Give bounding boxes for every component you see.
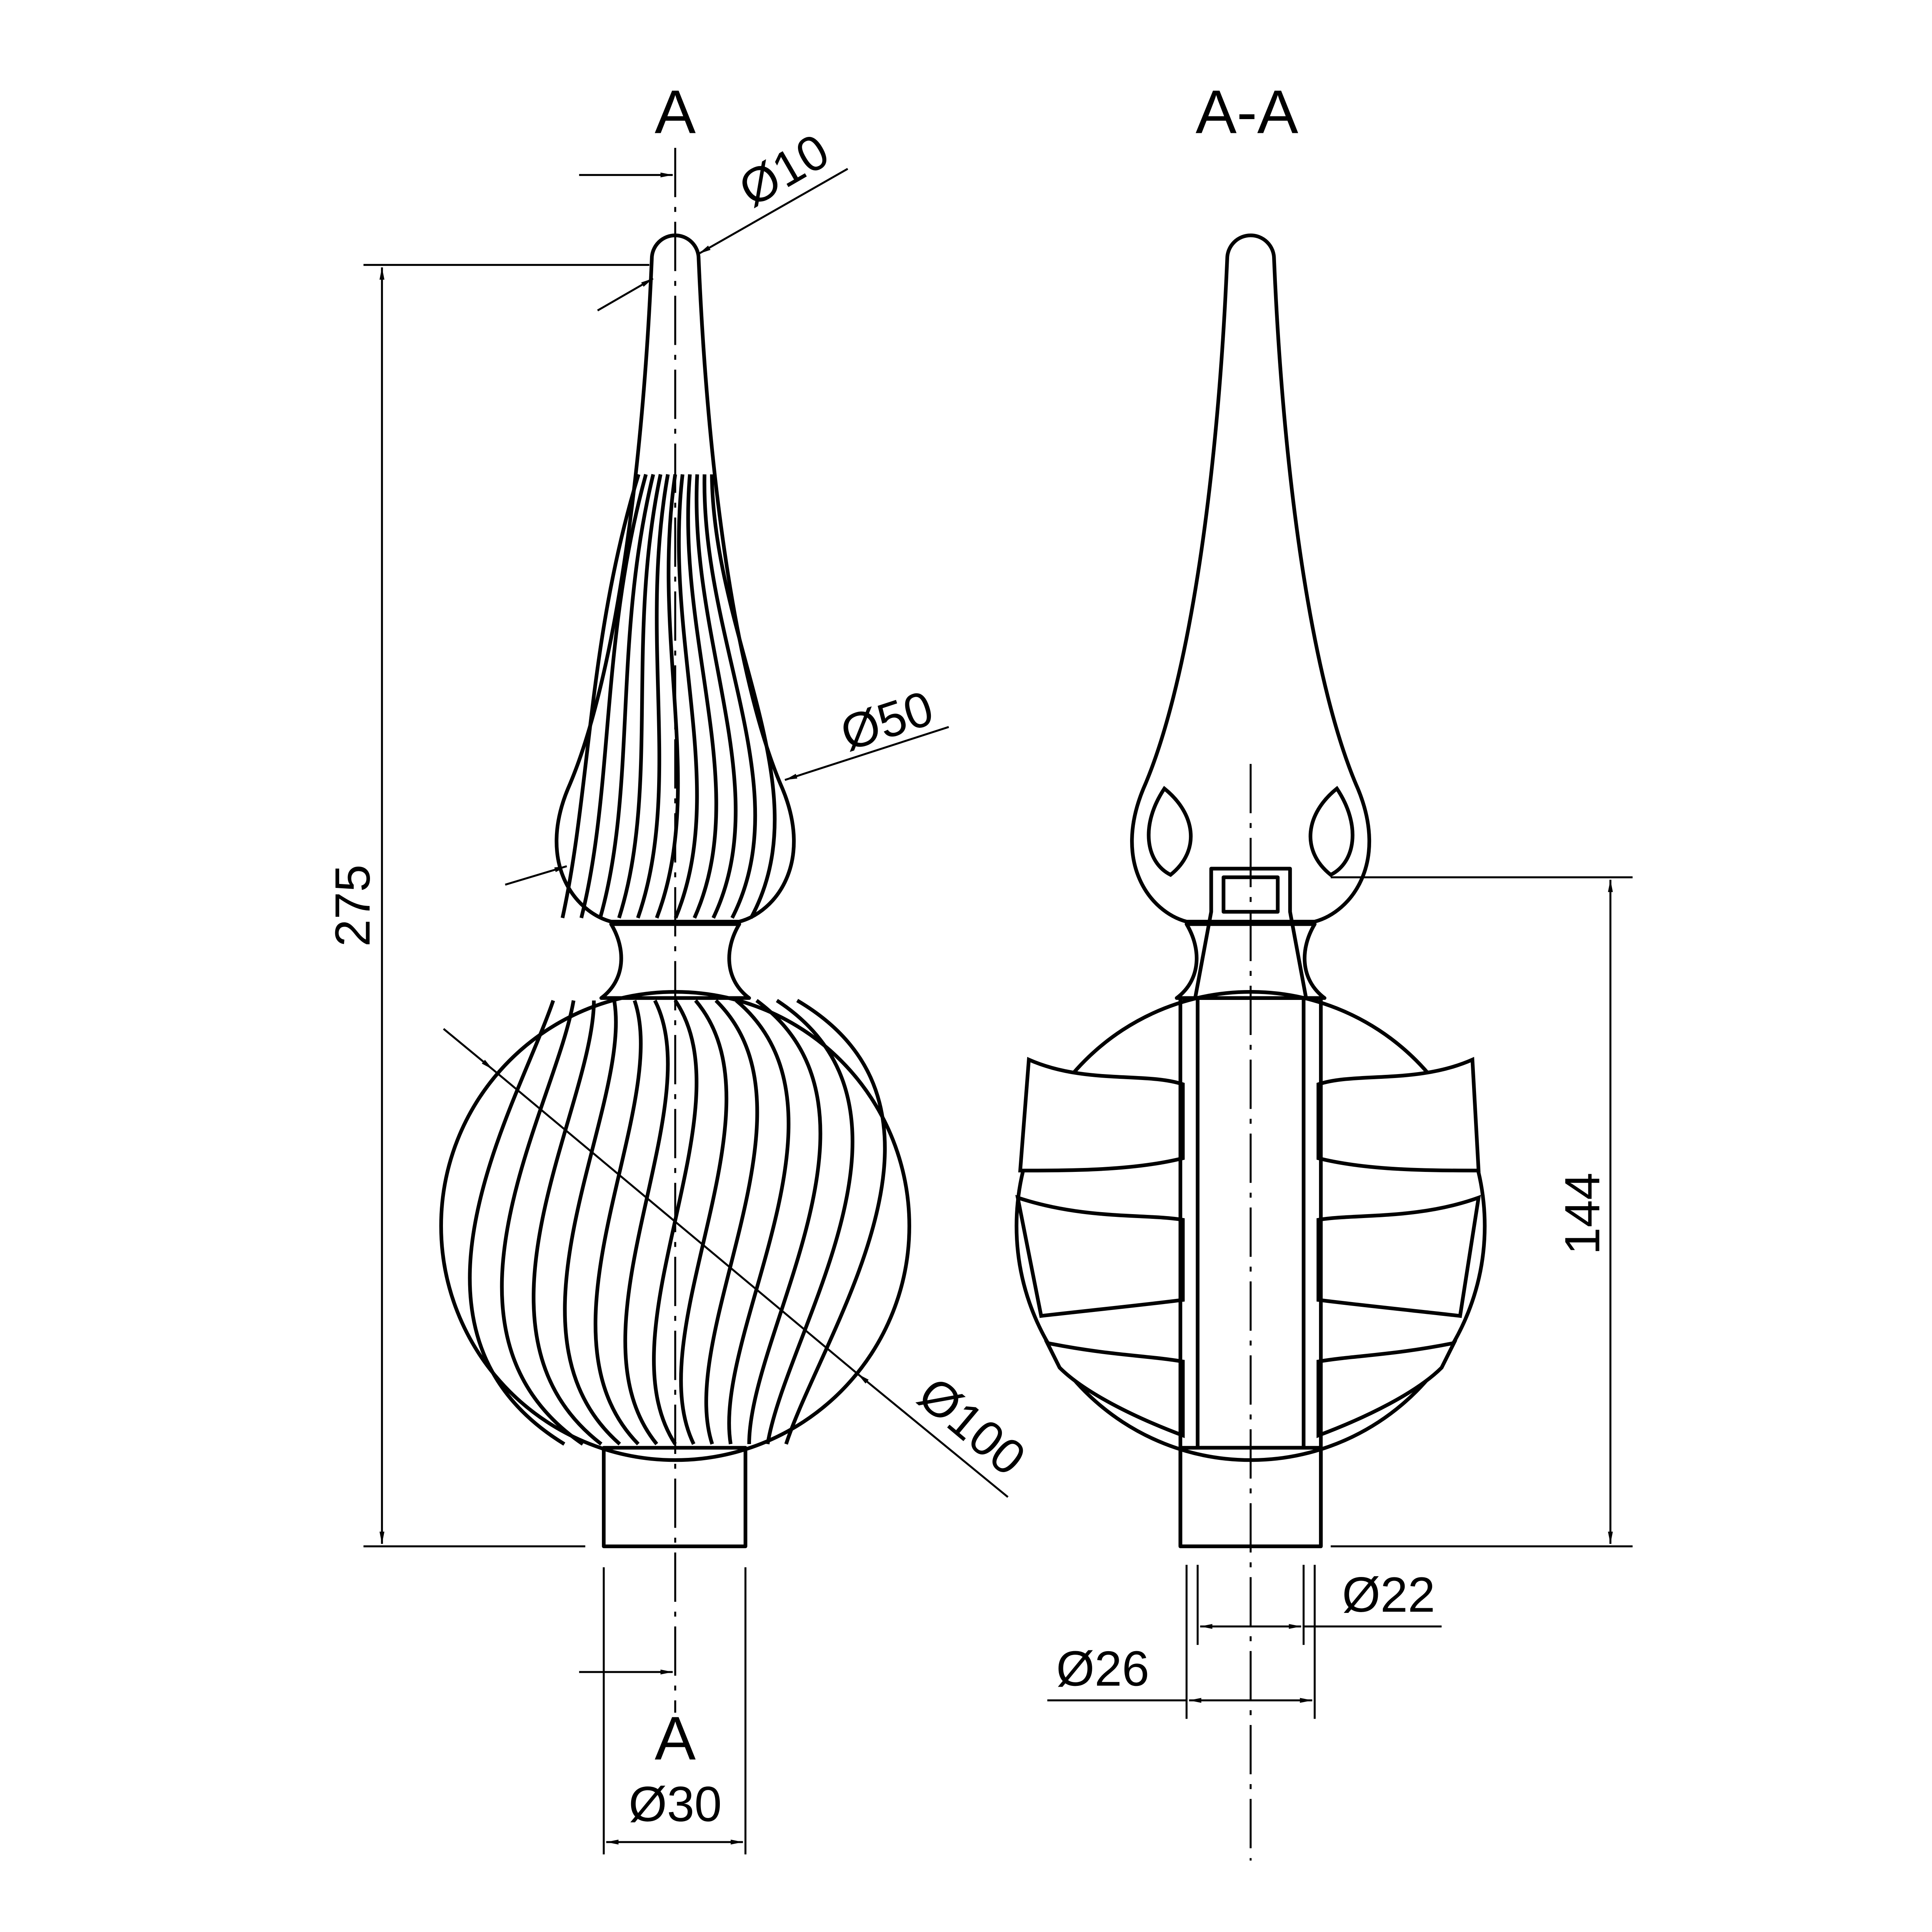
neck-outline	[599, 922, 751, 1000]
dim-bore-depth: 144	[1555, 1173, 1610, 1255]
flute-line	[703, 474, 757, 919]
flute-line	[561, 474, 641, 919]
flute-line	[727, 999, 790, 1444]
spike-bulb-outline	[555, 233, 796, 924]
dim-bore-outer-diameter: Ø26	[1056, 1641, 1149, 1696]
flute-line	[636, 474, 670, 919]
flute-line	[674, 474, 699, 919]
flute-line	[468, 1000, 566, 1446]
section-neck	[1175, 922, 1327, 1000]
flute-line	[500, 1000, 584, 1446]
flute-line	[579, 474, 648, 919]
section-mark-top: A	[655, 78, 696, 146]
flute-line	[679, 999, 729, 1445]
flute-line	[686, 474, 718, 919]
dim-overall-height: 275	[325, 865, 380, 947]
dim-tip-diameter: Ø10	[730, 123, 838, 217]
flute-line	[598, 474, 655, 919]
flute-line	[563, 1000, 621, 1446]
flute-line	[617, 474, 663, 919]
flute-line	[747, 999, 822, 1444]
section-view	[1015, 233, 1487, 1861]
section-spike-outline	[1130, 233, 1371, 924]
section-mark-bottom: A	[655, 1704, 696, 1773]
dim-bulb-diameter: Ø50	[834, 680, 940, 761]
flute-line	[766, 999, 854, 1444]
flute-line	[532, 1000, 603, 1446]
twisted-flutes	[468, 474, 887, 1446]
section-flute-voids	[1015, 786, 1481, 1438]
flute-line	[695, 474, 738, 919]
flute-line	[704, 999, 759, 1445]
dim-base-diameter: Ø30	[629, 1777, 722, 1832]
flute-line	[623, 1000, 670, 1445]
front-view	[439, 148, 911, 1713]
section-title: A-A	[1196, 78, 1298, 146]
dim-bore-inner-diameter: Ø22	[1342, 1568, 1435, 1622]
flute-line	[594, 1000, 643, 1446]
flute-line	[784, 999, 887, 1445]
flute-line	[710, 474, 777, 919]
dimension-lines	[363, 168, 1633, 1855]
bore-taper	[1193, 867, 1308, 1000]
